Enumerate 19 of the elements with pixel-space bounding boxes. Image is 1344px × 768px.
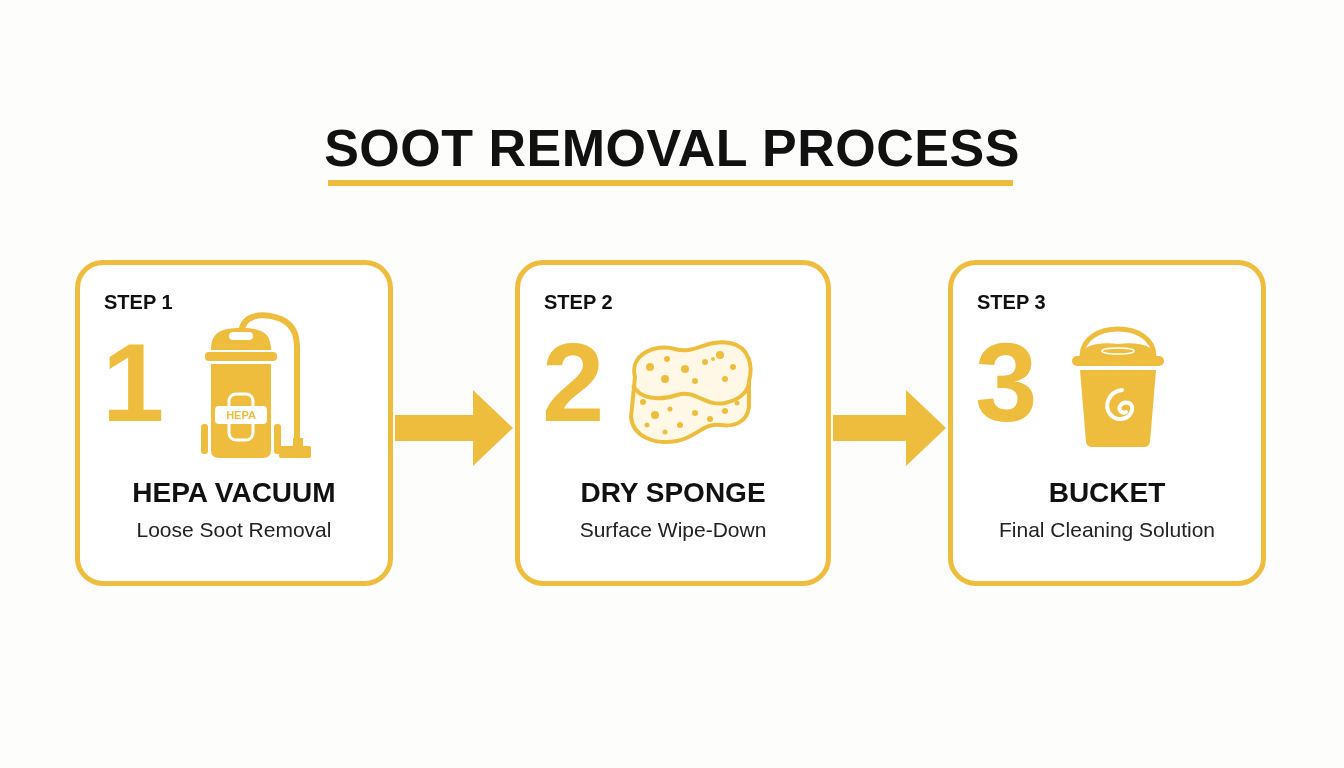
step-label: STEP 1 (104, 291, 173, 314)
step-card (515, 260, 831, 586)
step-card (948, 260, 1266, 586)
step-number: 3 (975, 327, 1038, 439)
step-description: Surface Wipe-Down (579, 518, 767, 542)
step-description: Final Cleaning Solution (999, 518, 1215, 542)
title: SOOT REMOVAL PROCESS (324, 118, 1020, 178)
step-title: HEPA VACUUM (132, 477, 336, 509)
arrow (395, 390, 513, 466)
step-card (75, 260, 393, 586)
filter-label: HEPA (225, 408, 257, 423)
step-description: Loose Soot Removal (136, 518, 332, 542)
step-title: BUCKET (1048, 477, 1166, 509)
step-number: 2 (542, 327, 605, 439)
step-label: STEP 3 (977, 291, 1046, 314)
step-title: DRY SPONGE (580, 477, 766, 509)
step-number: 1 (102, 327, 165, 439)
step-label: STEP 2 (544, 291, 613, 314)
arrow (833, 390, 946, 466)
